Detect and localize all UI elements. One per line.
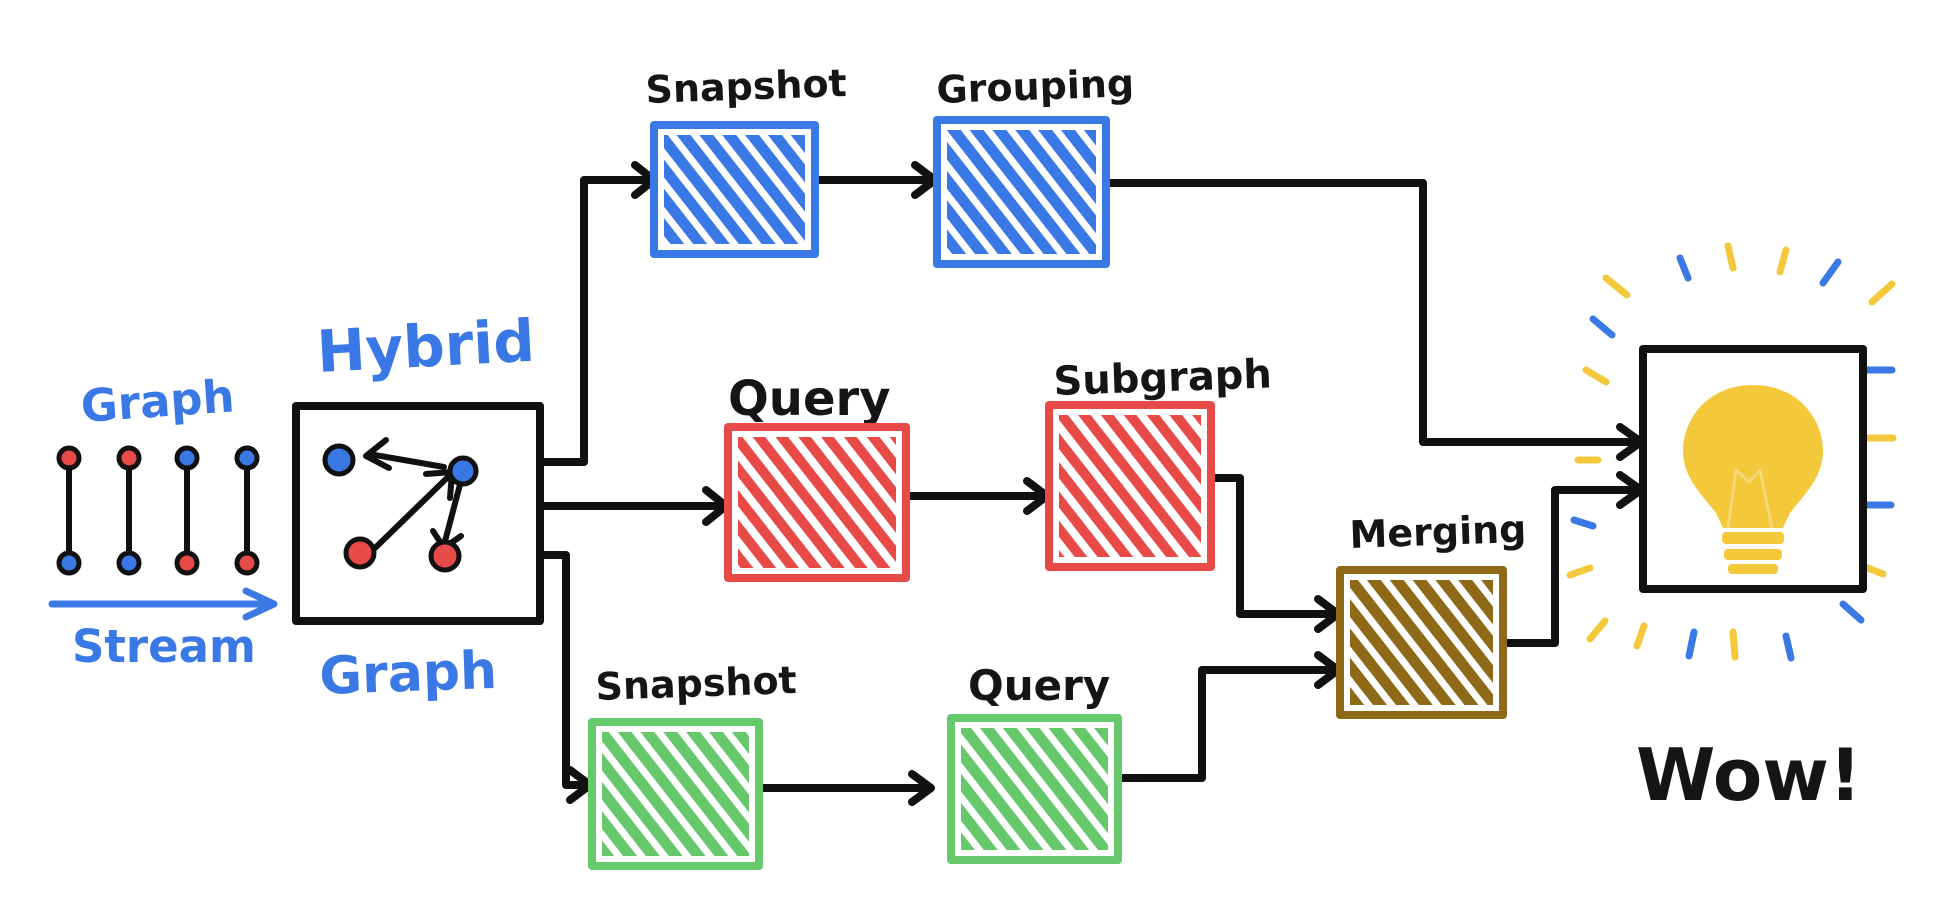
block-query-bottom: Query [947,661,1122,864]
arrowhead-query-bottom [908,770,935,806]
subgraph-fill [1059,415,1201,557]
snapshot-bottom-label: Snapshot [595,658,798,709]
stream-edge-4 [234,445,260,576]
query-mid-fill [738,437,896,568]
block-grouping: Grouping [933,61,1135,268]
query-mid-label: Query [728,371,891,427]
stream-edge-3 [174,445,200,576]
wow-label: Wow! [1636,733,1862,817]
hybrid-graph-box [292,402,544,625]
grouping-label: Grouping [936,61,1135,112]
result: Wow! [1566,242,1897,817]
lightbulb-icon [1683,385,1823,574]
graph-label: Graph [79,369,236,433]
snapshot-bottom-fill [602,732,749,856]
edge-grouping-to-result [1106,179,1643,446]
snapshot-top-fill [664,135,805,244]
block-merging: Merging [1336,507,1527,719]
merging-label: Merging [1349,507,1527,557]
snapshot-top-label: Snapshot [645,61,848,112]
query-bottom-fill [961,728,1108,850]
hybrid-graph-node: Hybrid Graph [292,307,544,707]
subgraph-label: Subgraph [1053,351,1273,405]
edge-subgraph-to-merging [1209,474,1340,618]
edge-query-to-merging [1118,666,1340,782]
graph-stream-input: Graph Stream [48,369,278,673]
hybrid-graph-label: Graph [318,641,498,707]
edge-merging-to-result [1502,486,1643,647]
edge-hybrid-to-snapshot-top [536,176,656,466]
block-query-mid: Query [724,371,910,582]
hybrid-graph-icon [322,437,479,573]
query-bottom-label: Query [968,661,1110,710]
grouping-fill [947,130,1096,254]
stream-edge-2 [116,445,142,576]
block-snapshot-bottom: Snapshot [588,658,798,870]
stream-label: Stream [72,620,256,673]
stream-arrow [48,587,278,621]
block-snapshot-top: Snapshot [645,61,848,258]
stream-edge-1 [56,445,82,576]
edge-hybrid-to-snapshot-bottom [536,551,592,789]
block-subgraph: Subgraph [1045,351,1273,571]
merging-fill [1350,580,1493,705]
hybrid-label: Hybrid [315,307,536,386]
